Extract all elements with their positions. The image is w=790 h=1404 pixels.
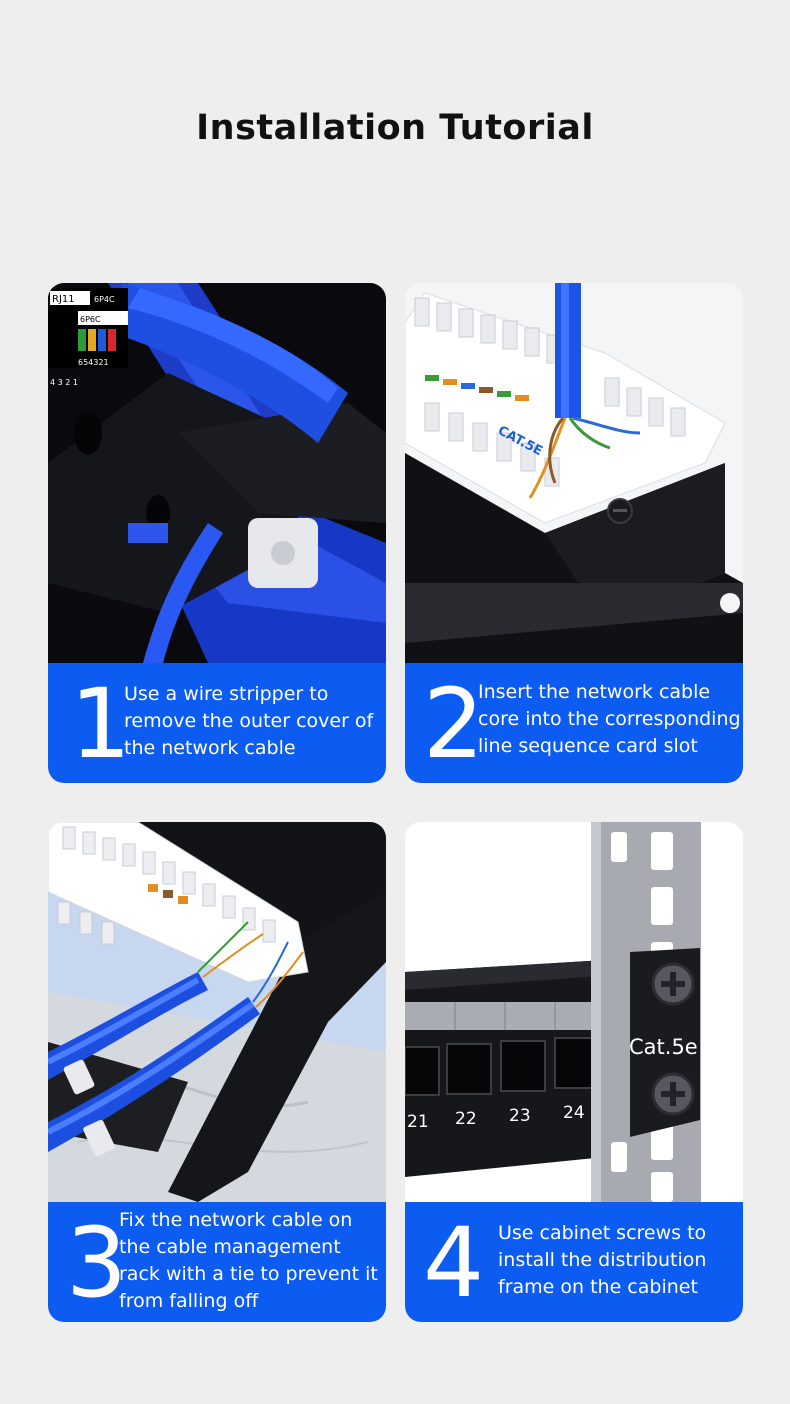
- port-label-24: 24: [563, 1103, 585, 1123]
- step-card-2: CAT.5E 2 Insert the network cable core i…: [405, 283, 743, 783]
- cat5e-label: Cat.5e: [629, 1035, 698, 1059]
- label-654321: 654321: [78, 358, 109, 367]
- step-card-4: 21 22 23 24: [405, 822, 743, 1322]
- step-description: Use a wire stripper to remove the outer …: [124, 683, 374, 759]
- port-label-21: 21: [407, 1112, 429, 1132]
- cabinet-mount-photo: 21 22 23 24: [405, 822, 743, 1202]
- port-label-23: 23: [509, 1106, 531, 1126]
- step-caption-3: 3 Fix the network cable on the cable man…: [48, 1202, 386, 1322]
- step-description: Use cabinet screws to install the distri…: [498, 1222, 707, 1298]
- step-number: 4: [423, 1207, 485, 1319]
- step-description: Insert the network cable core into the c…: [478, 681, 741, 757]
- page-title: Installation Tutorial: [196, 108, 594, 148]
- wire-stripper-photo: RJ11 6P4C 6P6C 654321 4 3 2 1: [48, 283, 386, 663]
- label-6p6c: 6P6C: [80, 315, 101, 324]
- port-label-22: 22: [455, 1109, 477, 1129]
- step-caption-4: 4 Use cabinet screws to install the dist…: [405, 1202, 743, 1322]
- label-6p4c: 6P4C: [94, 295, 115, 304]
- step-number: 2: [423, 668, 485, 780]
- step-description: Fix the network cable on the cable manag…: [119, 1209, 378, 1312]
- label-rj11: RJ11: [52, 294, 75, 305]
- cable-management-photo: [48, 822, 386, 1202]
- step-card-3: 3 Fix the network cable on the cable man…: [48, 822, 386, 1322]
- step-number: 3: [66, 1207, 128, 1319]
- step-caption-2: 2 Insert the network cable core into the…: [405, 663, 743, 783]
- step-caption-1: 1 Use a wire stripper to remove the oute…: [48, 663, 386, 783]
- step-number: 1: [70, 668, 132, 780]
- step-card-1: RJ11 6P4C 6P6C 654321 4 3 2 1 1 Use a wi…: [48, 283, 386, 783]
- punch-down-photo: CAT.5E: [405, 283, 743, 663]
- label-4321: 4 3 2 1: [50, 378, 78, 387]
